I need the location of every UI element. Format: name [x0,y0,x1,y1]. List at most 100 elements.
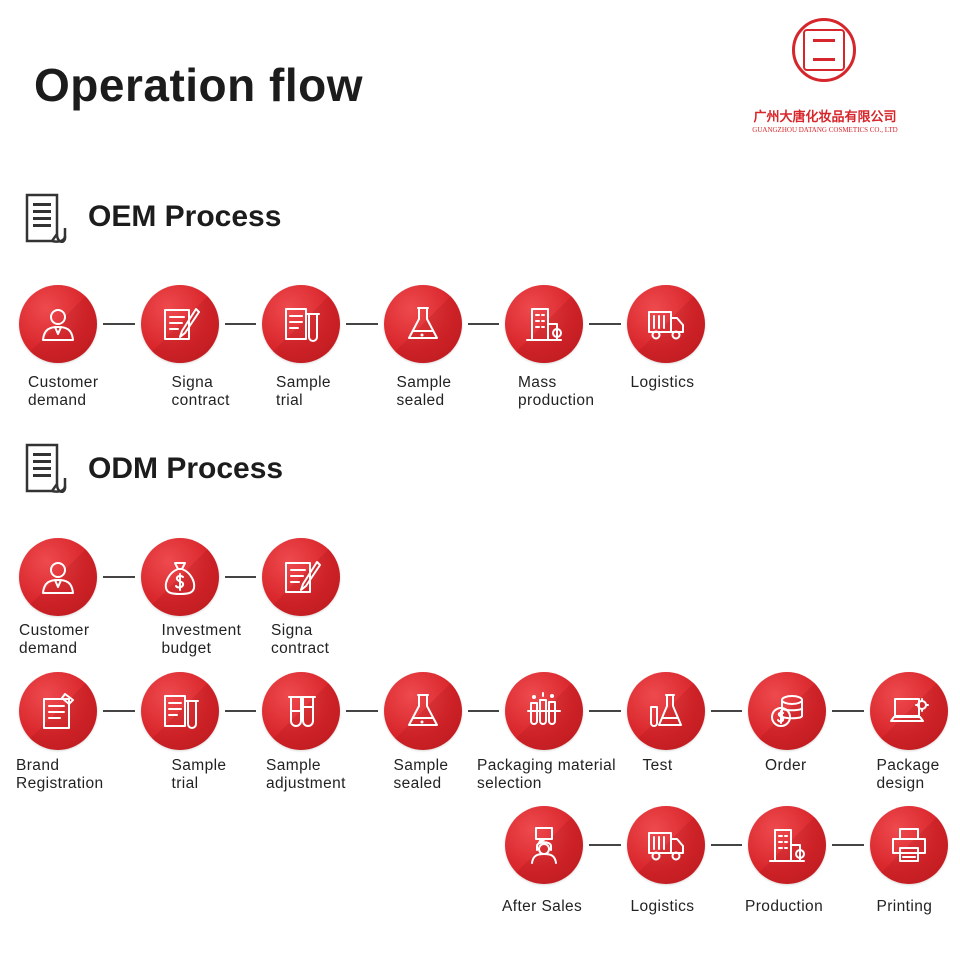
laptop-icon [889,698,929,722]
money-bag-icon [164,562,195,595]
step-circle [626,285,705,363]
step-circle [505,285,583,363]
step-label-line: Production [745,898,824,915]
step-label-line: Packaging material [477,757,617,774]
step-label-line: Signa [271,622,313,639]
brand-document-icon [43,693,74,729]
factory-icon [526,308,562,341]
step-circle [262,538,340,616]
step-label-line: Sample [276,374,331,391]
step-label-line: Registration [16,775,104,792]
step-label: Printing [877,898,933,916]
step-connector [467,323,499,325]
step-label-line: demand [19,640,78,657]
step-label-line: Investment [161,622,242,639]
test-flask-icon [649,694,682,727]
step-label-line: design [876,775,925,792]
step-label-line: Logistics [630,374,695,391]
step-label-line: production [518,392,595,409]
step-label-line: Sample [396,374,452,391]
step-circle [19,285,97,363]
step-label-line: Test [642,757,673,774]
step-label-line: Mass [518,374,557,391]
test-tubes-icon [288,696,316,727]
step-label-line: trial [276,392,303,409]
page-title: Operation flow [34,59,363,111]
step-label-line: Sample [393,757,449,774]
step-connector [589,844,621,846]
sample-trial-icon [163,695,199,729]
step-connector [710,710,742,712]
step-circle [140,538,219,616]
step-label: Logistics [631,374,695,392]
document-icon [24,442,67,493]
step-label-line: Customer [28,374,99,391]
step-circle [869,806,948,884]
flask-icon [407,307,438,339]
step-label-line: Sample [266,757,321,774]
step-connector [224,576,256,578]
logo-english-name: GUANGZHOU DATANG COSMETICS CO., LTD [752,126,898,134]
step-circle [262,672,340,750]
step-circle [626,806,705,884]
oem-section-title: OEM Process [88,200,282,233]
step-label: Logistics [631,898,695,916]
logo-seal-icon [792,18,856,82]
coins-icon [771,695,803,727]
step-connector [103,710,135,712]
step-circle [19,538,97,616]
step-connector [103,576,135,578]
step-circle [140,672,219,750]
printer-icon [891,828,926,862]
step-label-line: demand [28,392,87,409]
step-label-line: adjustment [266,775,346,792]
step-label-line: trial [171,775,199,792]
odm-section-title: ODM Process [88,452,284,485]
step-connector [346,710,378,712]
step-circle [748,806,826,884]
flask-icon [407,694,438,726]
truck-icon [647,311,684,340]
step-circle [505,806,583,884]
step-label-line: contract [171,392,230,409]
step-label-line: Printing [876,898,933,915]
step-circle [748,672,826,750]
step-label-line: sealed [396,392,445,409]
step-connector [832,710,864,712]
customer-icon [42,309,74,341]
step-connector [103,323,135,325]
step-circle [19,672,97,750]
step-label: After Sales [502,898,582,916]
sample-trial-icon [285,308,320,342]
step-label-line: budget [161,640,212,657]
step-label-line: sealed [393,775,442,792]
contract-icon [285,561,321,593]
step-connector [224,710,256,712]
support-icon [531,827,557,864]
document-icon [24,192,67,243]
truck-icon [647,832,684,861]
company-logo: 广州大唐化妆品有限公司 GUANGZHOU DATANG COSMETICS C… [730,18,920,138]
step-circle [383,672,462,750]
step-circle [140,285,219,363]
step-label-line: After Sales [502,898,583,915]
step-label: Production [745,898,823,916]
step-label-line: Signa [171,374,214,391]
step-circle [505,672,583,750]
step-label-line: Logistics [630,898,695,915]
step-circle [383,285,462,363]
lab-tubes-icon [527,692,561,725]
step-label-line: Customer [19,622,90,639]
step-connector [346,323,378,325]
step-connector [832,844,864,846]
